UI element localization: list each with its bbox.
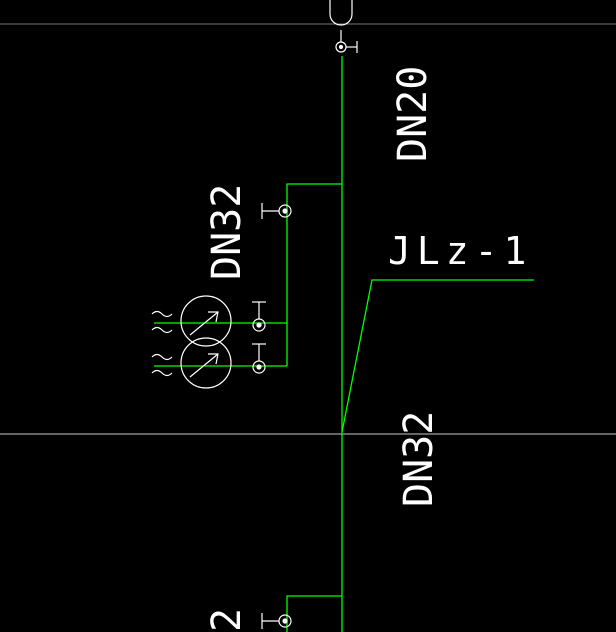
riser-tag-label: JLz-1 xyxy=(388,229,532,273)
floor-number-label: 2 xyxy=(204,608,250,632)
gate-valve-icon xyxy=(261,203,292,219)
branch-pipe-upper xyxy=(286,183,342,366)
riser-tag-leader xyxy=(341,279,534,433)
pipe-cap-icon xyxy=(329,0,353,26)
riser-size-lower-label: DN32 xyxy=(396,411,442,507)
gate-valve-icon xyxy=(335,30,358,53)
gate-valve-icon xyxy=(261,613,292,629)
water-meter-icon xyxy=(180,337,232,389)
gate-valve-icon xyxy=(252,343,266,374)
branch-size-label: DN32 xyxy=(204,184,250,280)
pipe-network xyxy=(154,56,534,632)
gate-valve-icon xyxy=(252,301,266,332)
pipe-break-icon xyxy=(151,310,173,377)
crosshair xyxy=(0,23,616,435)
water-meter-icon xyxy=(180,295,232,347)
branch-pipe-lower xyxy=(286,595,342,632)
riser-size-upper-label: DN20 xyxy=(390,66,436,162)
